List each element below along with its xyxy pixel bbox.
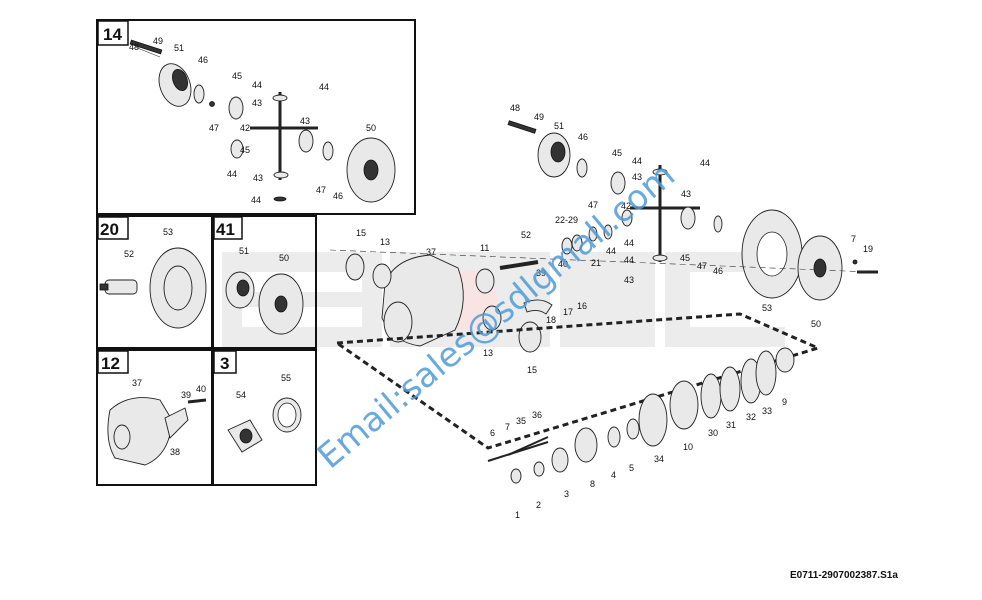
part-label: 45 <box>240 145 250 155</box>
part-label: 50 <box>811 319 821 329</box>
part-label: 44 <box>700 158 710 168</box>
main-upper-assembly <box>329 120 878 353</box>
inset-box-id: 41 <box>216 220 235 239</box>
part-label: 53 <box>163 227 173 237</box>
dashed-boundary <box>336 312 823 450</box>
part-label: 7 <box>851 234 856 244</box>
inset-box-id: 20 <box>100 220 119 239</box>
part-label: 22-29 <box>555 215 578 225</box>
part-label: 34 <box>654 454 664 464</box>
part-label: 51 <box>554 121 564 131</box>
part-label: 43 <box>253 173 263 183</box>
part-label: 44 <box>252 80 262 90</box>
inset-box-3: 3 55 54 <box>212 349 317 486</box>
part-label: 47 <box>316 185 326 195</box>
part-label: 43 <box>300 116 310 126</box>
inset-box-id: 14 <box>103 25 122 44</box>
part-label: 39 <box>181 390 191 400</box>
part-label: 5 <box>629 463 634 473</box>
inset-box-12: 12 37 39 40 38 <box>96 349 213 486</box>
part-label: 52 <box>124 249 134 259</box>
part-label: 36 <box>532 410 542 420</box>
part-label: 19 <box>863 244 873 254</box>
part-label: 45 <box>232 71 242 81</box>
part-label: 15 <box>527 365 537 375</box>
part-label: 48 <box>510 103 520 113</box>
part-label: 3 <box>564 489 569 499</box>
part-label: 38 <box>170 447 180 457</box>
part-label: 8 <box>590 479 595 489</box>
part-label: 44 <box>319 82 329 92</box>
part-label: 1 <box>515 510 520 520</box>
part-label: 2 <box>536 500 541 510</box>
part-label: 15 <box>356 228 366 238</box>
part-label: 33 <box>762 406 772 416</box>
part-label: 44 <box>632 156 642 166</box>
inset-box-id: 12 <box>101 354 120 373</box>
part-label: 10 <box>683 442 693 452</box>
part-label: 47 <box>588 200 598 210</box>
part-label: 18 <box>546 315 556 325</box>
part-label: 43 <box>632 172 642 182</box>
part-label: 49 <box>153 36 163 46</box>
part-label: 55 <box>281 373 291 383</box>
main-lower-assembly <box>487 347 795 484</box>
inset-box-20: 20 53 52 <box>96 215 213 349</box>
part-label: 43 <box>252 98 262 108</box>
part-label: 43 <box>681 189 691 199</box>
part-label: 46 <box>713 266 723 276</box>
part-label: 47 <box>697 261 707 271</box>
part-label: 45 <box>612 148 622 158</box>
part-label: 13 <box>483 348 493 358</box>
part-label: 11 <box>480 243 489 253</box>
part-label: 31 <box>726 420 736 430</box>
part-label: 45 <box>680 253 690 263</box>
part-label: 40 <box>558 259 568 269</box>
part-label: 30 <box>708 428 718 438</box>
part-label: 42 <box>240 123 250 133</box>
part-label: 13 <box>380 237 390 247</box>
part-label: 46 <box>198 55 208 65</box>
part-label: 50 <box>279 253 289 263</box>
upper-labels: 48 49 51 46 45 44 43 44 47 42 43 45 44 4… <box>356 103 873 375</box>
part-label: 54 <box>236 390 246 400</box>
part-label: 40 <box>196 384 206 394</box>
part-label: 4 <box>611 470 616 480</box>
part-label: 35 <box>516 416 526 426</box>
part-label: 21 <box>591 258 601 268</box>
part-label: 9 <box>782 397 787 407</box>
part-label: 44 <box>606 246 616 256</box>
part-label: 37 <box>132 378 142 388</box>
part-label: 44 <box>624 255 634 265</box>
reference-code: E0711-2907002387.S1a <box>790 570 898 581</box>
part-label: 49 <box>534 112 544 122</box>
part-label: 50 <box>366 123 376 133</box>
part-label: 46 <box>578 132 588 142</box>
part-label: 44 <box>251 195 261 205</box>
part-label: 7 <box>505 422 510 432</box>
part-label: 48 <box>129 42 139 52</box>
part-label: 16 <box>577 301 587 311</box>
inset-box-14: 14 48 49 51 46 45 44 43 44 47 42 43 50 4… <box>96 19 416 215</box>
part-label: 6 <box>490 428 495 438</box>
part-label: 47 <box>209 123 219 133</box>
inset-box-41: 41 51 50 <box>212 215 317 349</box>
part-label: 43 <box>624 275 634 285</box>
part-label: 42 <box>621 201 631 211</box>
lower-labels: 6 7 35 36 1 2 3 8 4 5 34 10 30 31 32 33 … <box>490 397 787 520</box>
part-label: 53 <box>762 303 772 313</box>
part-label: 46 <box>333 191 343 201</box>
part-label: 17 <box>563 307 573 317</box>
part-label: 52 <box>521 230 531 240</box>
part-label: 37 <box>426 247 436 257</box>
part-label: 39 <box>536 268 546 278</box>
part-label: 44 <box>624 238 634 248</box>
inset-box-id: 3 <box>220 354 229 373</box>
part-label: 51 <box>174 43 184 53</box>
part-label: 51 <box>239 246 249 256</box>
part-label: 44 <box>227 169 237 179</box>
part-label: 32 <box>746 412 756 422</box>
